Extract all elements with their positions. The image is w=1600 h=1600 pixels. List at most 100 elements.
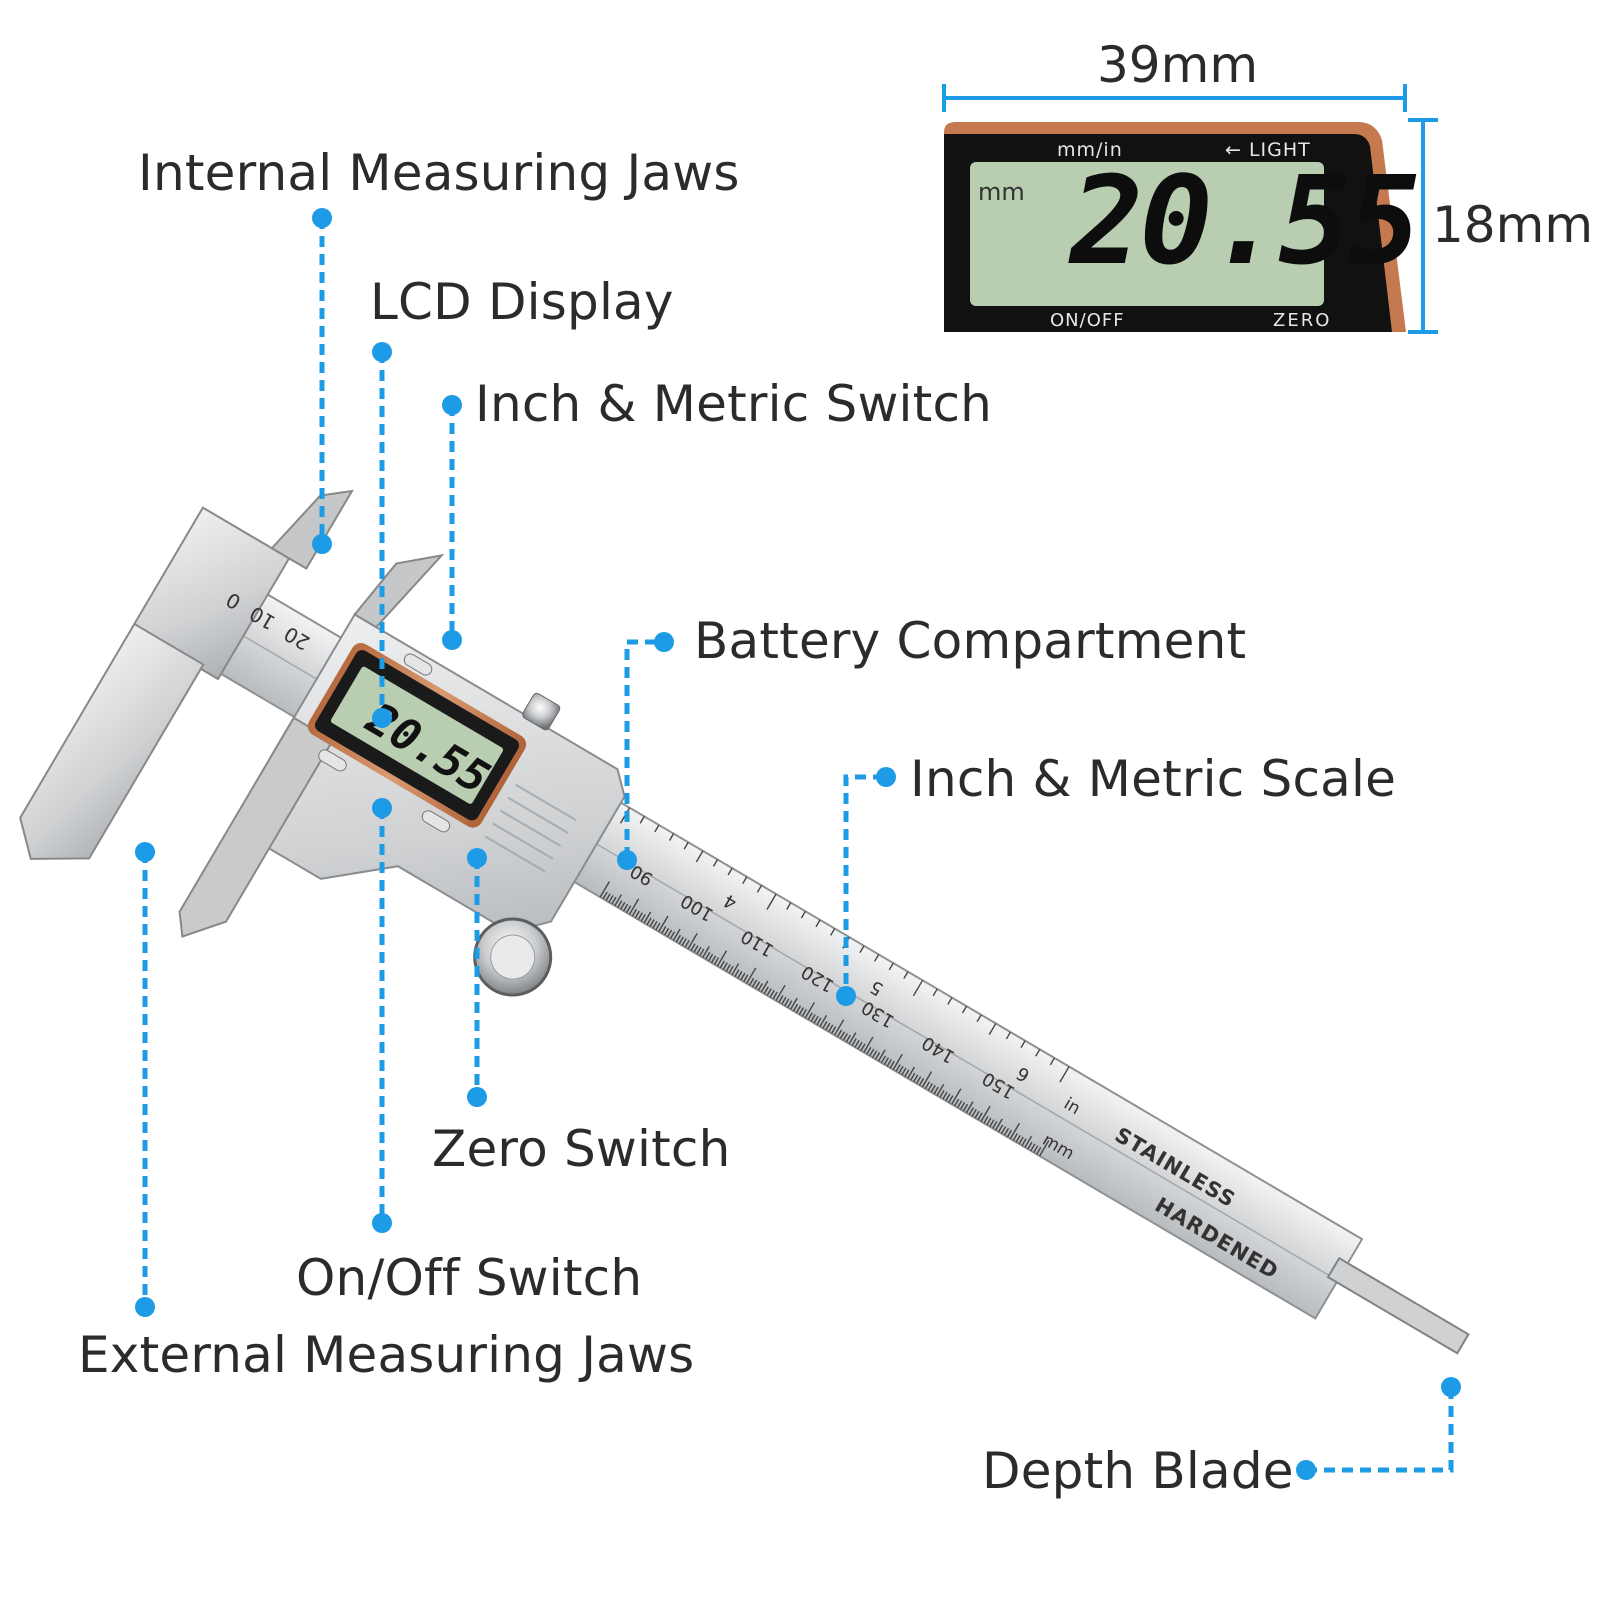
mm-tick [713, 957, 720, 965]
slider-body: 20.55 [178, 553, 626, 938]
mm-tick [822, 1021, 828, 1029]
mm-tick [901, 1067, 907, 1076]
mm-tick [681, 938, 687, 946]
inch-tick [742, 876, 748, 885]
mm-tick [696, 946, 702, 955]
moving-internal-jaw [353, 553, 445, 629]
label-depth-blade: Depth Blade [982, 1442, 1294, 1500]
mm-tick [836, 1029, 843, 1038]
mm-tick [921, 1071, 933, 1088]
mm-tick [877, 1049, 886, 1062]
mm-tick [986, 1117, 992, 1126]
inch-tick [1035, 1048, 1041, 1057]
slider-lcd-screen [330, 666, 504, 804]
callout-dots [135, 208, 1461, 1480]
mm-tick [640, 914, 646, 922]
mm-tick [757, 983, 764, 991]
label-inch-metric-switch: Inch & Metric Switch [475, 375, 993, 433]
mm-tick [1033, 1145, 1039, 1153]
inch-tick [815, 919, 821, 928]
mm-tick [625, 905, 632, 914]
inch-tick [1005, 1031, 1012, 1040]
mm-tick [602, 891, 608, 900]
mm-tick [666, 929, 673, 938]
inch-tick [912, 979, 924, 997]
inch-tick [695, 850, 704, 863]
mm-tick [968, 1107, 974, 1115]
mm-tick [907, 1066, 915, 1079]
mm-tick [722, 962, 728, 970]
mm-tick [886, 1059, 892, 1067]
mm-tick [924, 1081, 931, 1090]
mm-tick [874, 1052, 881, 1060]
mm-tick [959, 1102, 966, 1110]
lcd-light-label: ← LIGHT [1225, 139, 1311, 161]
label-inch-metric-scale: Inch & Metric Scale [910, 750, 1397, 808]
mm-tick [801, 1008, 807, 1017]
mm-tick [769, 989, 775, 998]
inch-tick [947, 997, 953, 1005]
inch-tick [903, 971, 909, 979]
inch-tick [888, 962, 894, 971]
mm-tick [845, 1034, 851, 1043]
inch-tick [976, 1014, 982, 1023]
mm-tick [1009, 1122, 1021, 1140]
mm-tick [933, 1086, 939, 1095]
mm-tick [725, 964, 731, 972]
mm-tick [927, 1083, 933, 1091]
lock-screw[interactable] [521, 692, 561, 731]
mm-tick [1003, 1128, 1010, 1136]
mm-tick [649, 919, 655, 927]
mm-tick [1012, 1133, 1018, 1141]
slider-zero-button[interactable] [420, 809, 452, 835]
mm-tick [751, 979, 758, 988]
mm-tick [637, 912, 643, 920]
fixed-external-jaw [19, 622, 205, 860]
mm-tick [614, 894, 623, 907]
inch-tick [683, 841, 689, 850]
mm-tick [889, 1060, 895, 1069]
mm-tick [710, 955, 717, 964]
inch-tick [932, 988, 938, 997]
slider-mode-button[interactable] [402, 652, 434, 678]
inch-tick [1059, 1066, 1070, 1083]
mm-tick [869, 1048, 875, 1057]
mm-tick [930, 1084, 936, 1093]
mm-tick [918, 1077, 925, 1086]
mm-tick [772, 991, 778, 1000]
mm-tick [728, 965, 734, 974]
inch-tick [727, 867, 733, 876]
mm-tick [971, 1109, 977, 1117]
mm-tick [798, 1007, 805, 1015]
mm-tick [965, 1101, 974, 1114]
mm-tick [974, 1110, 980, 1119]
mm-tick [716, 950, 728, 967]
inch-tick [654, 824, 660, 833]
inch-tick [756, 885, 763, 893]
mm-tick [892, 1053, 903, 1071]
mm-tick [754, 981, 761, 989]
lcd-unit: mm [978, 178, 1025, 206]
slider-onoff-button[interactable] [317, 748, 349, 774]
mm-tick [1027, 1141, 1033, 1150]
mm-tick [980, 1105, 991, 1122]
mm-tick [617, 900, 623, 908]
mm-tick [675, 934, 682, 943]
label-onoff-switch: On/Off Switch [296, 1249, 643, 1307]
mm-tick [693, 945, 699, 953]
mm-tick [813, 1015, 819, 1024]
mm-tick [915, 1076, 922, 1084]
mm-tick [863, 1036, 874, 1053]
thumb-wheel[interactable] [461, 905, 565, 1009]
mm-tick [810, 1014, 816, 1022]
mm-tick [760, 980, 769, 993]
mm-tick [945, 1093, 951, 1102]
mm-tick [1030, 1143, 1036, 1152]
mm-tick [608, 895, 614, 903]
mm-tick [860, 1043, 866, 1052]
mm-tick [661, 926, 667, 934]
mm-tick [599, 881, 610, 898]
fixed-internal-jaw [270, 489, 354, 570]
mm-tick [942, 1091, 948, 1100]
mm-tick [699, 948, 705, 957]
